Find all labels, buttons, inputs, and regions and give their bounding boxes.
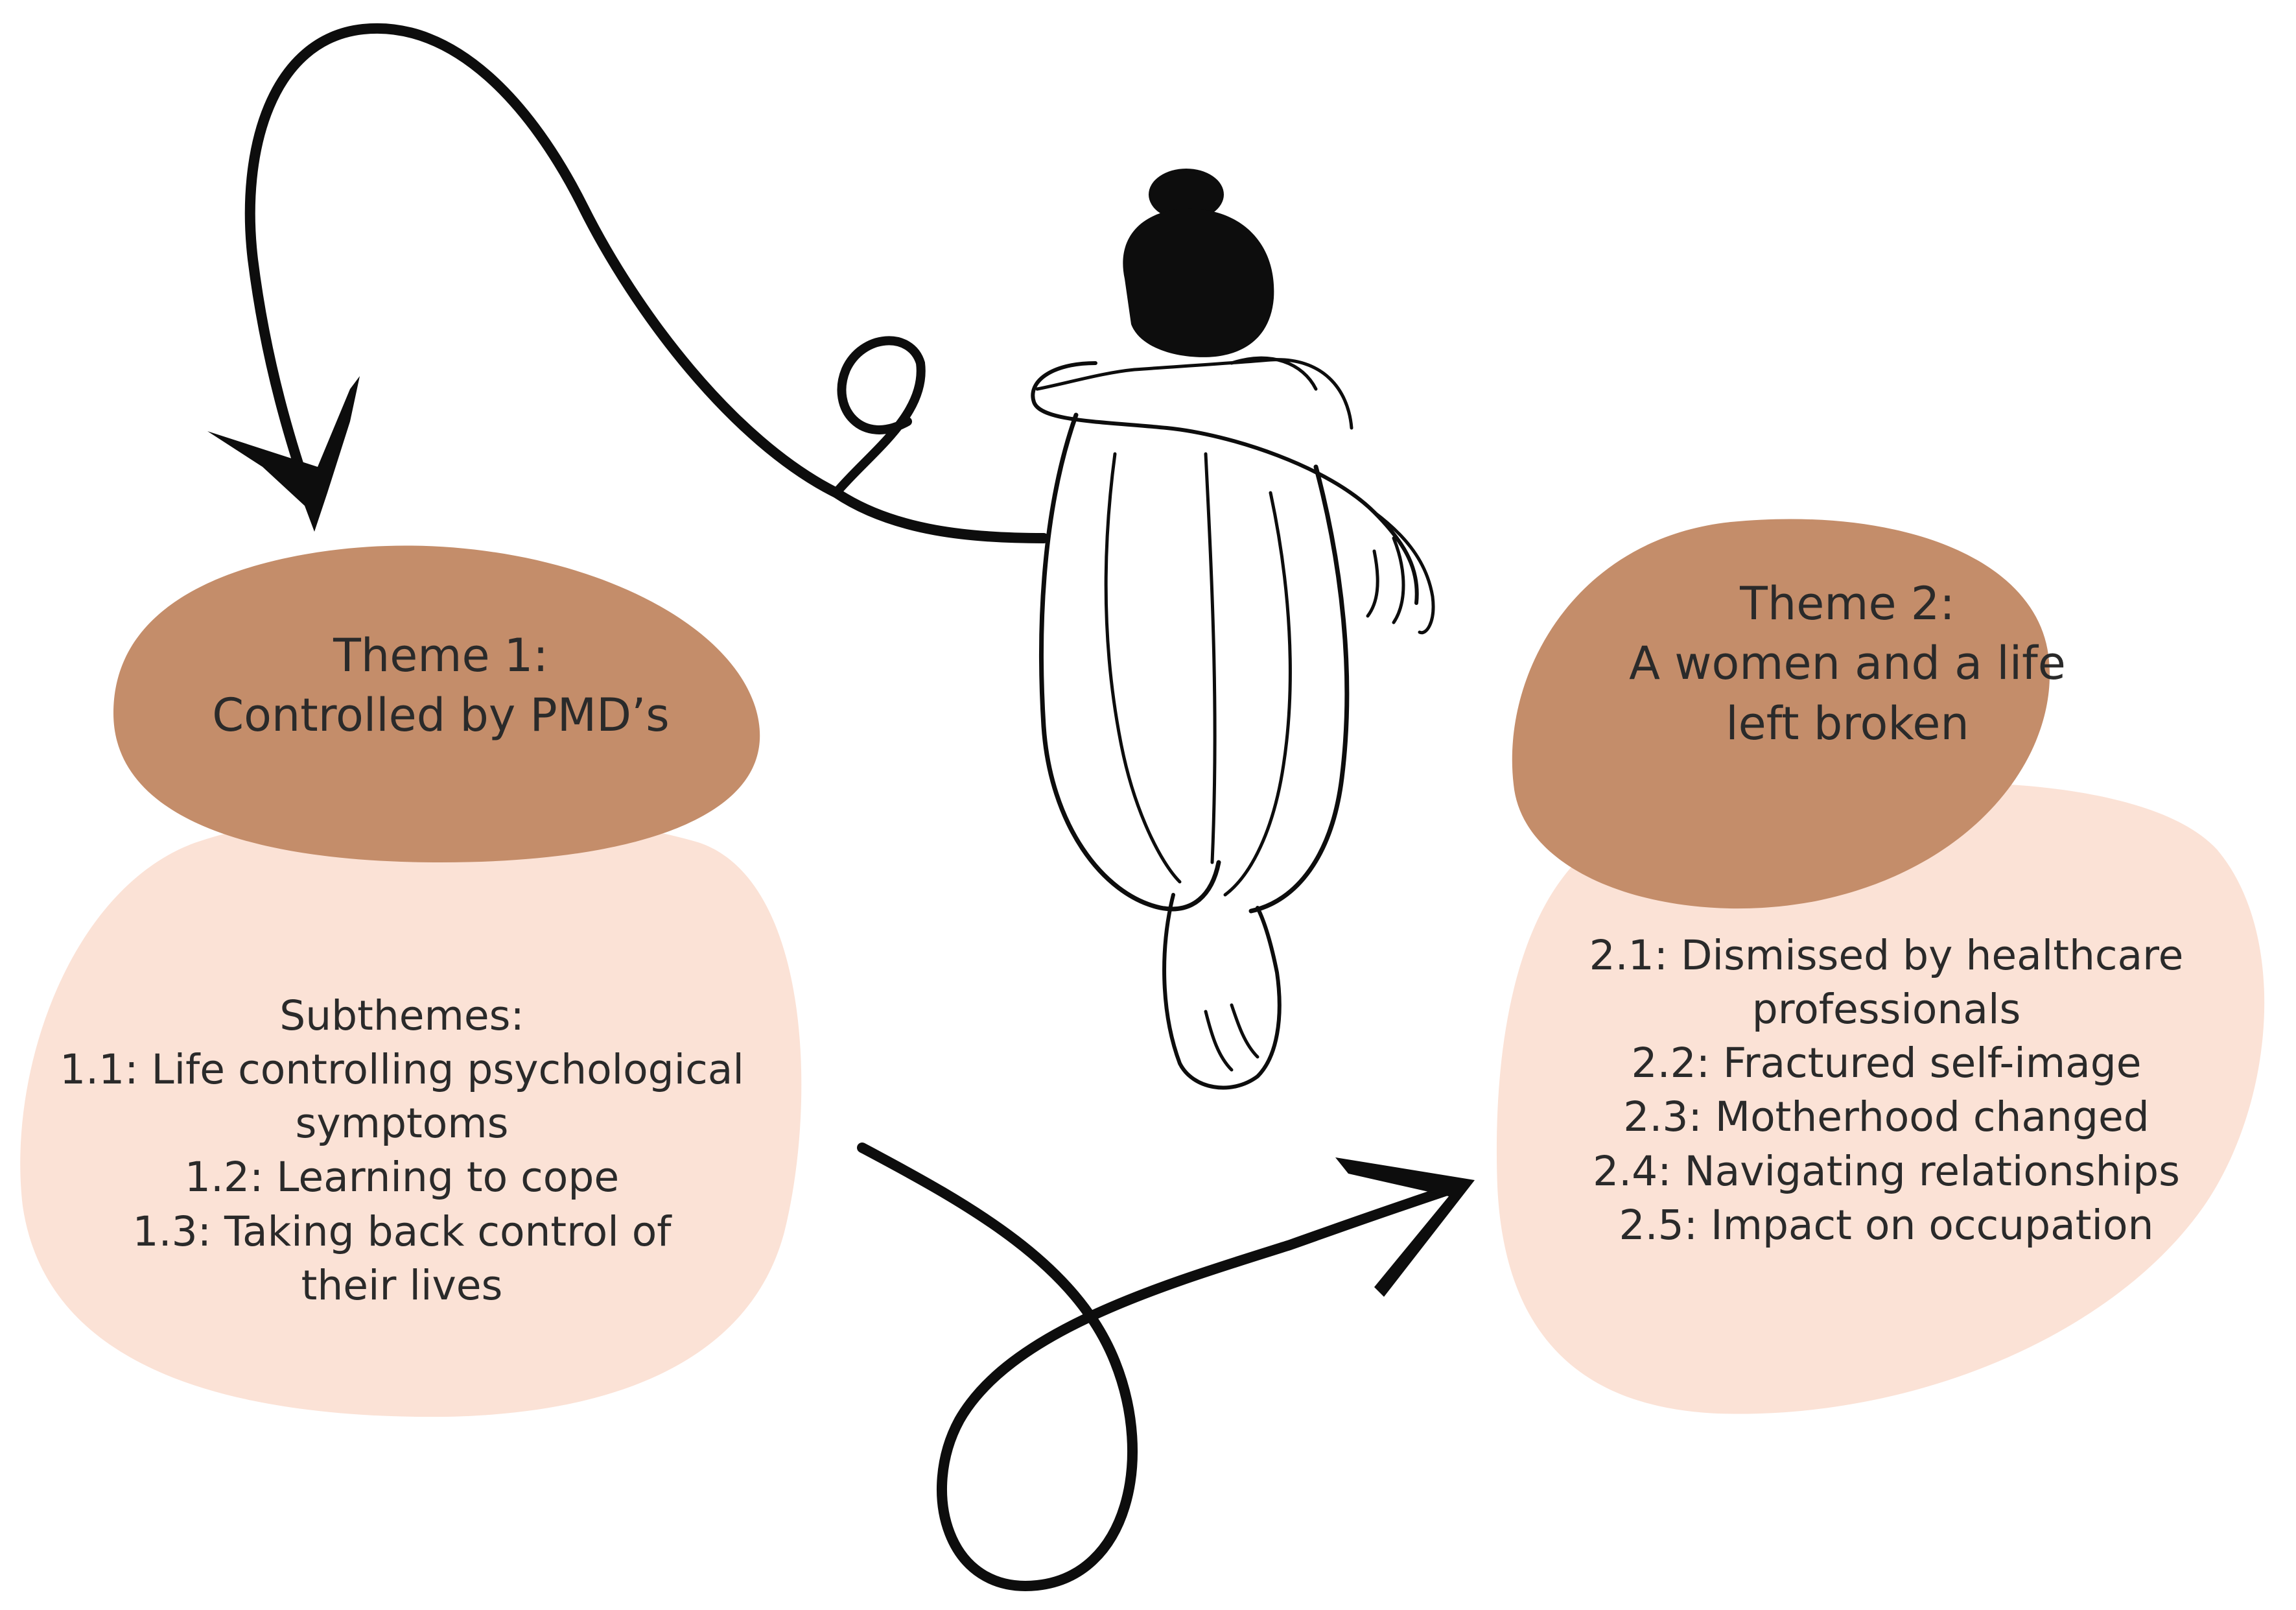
subtheme-item: professionals <box>1751 986 2021 1034</box>
theme2-title-blob <box>1512 519 2050 909</box>
subtheme-item: 2.5: Impact on occupation <box>1619 1201 2154 1249</box>
theme2-subthemes: 2.1: Dismissed by healthcare professiona… <box>1510 929 2262 1252</box>
theme2-title: Theme 2: A women and a life left broken <box>1556 574 2139 753</box>
theme1-title: Theme 1: Controlled by PMD’s <box>149 626 732 746</box>
theme2-title-line: Theme 2: <box>1740 577 1955 630</box>
subtheme-item: 2.1: Dismissed by healthcare <box>1589 932 2184 979</box>
theme1-title-blob <box>113 545 760 862</box>
theme1-title-line: Theme 1: <box>333 629 548 682</box>
subtheme-item: their lives <box>301 1261 503 1309</box>
subtheme-item: 2.2: Fractured self-image <box>1631 1039 2142 1087</box>
theme1-subthemes-heading: Subthemes: <box>279 992 524 1039</box>
theme1-title-line: Controlled by PMD’s <box>212 689 670 742</box>
theme2-subthemes-blob <box>1496 782 2265 1414</box>
subtheme-item: 1.2: Learning to cope <box>184 1154 620 1202</box>
subtheme-item: 2.4: Navigating relationships <box>1593 1147 2180 1195</box>
subtheme-item: 1.1: Life controlling psychological <box>60 1046 744 1094</box>
theme1-subthemes: Subthemes: 1.1: Life controlling psychol… <box>26 989 778 1312</box>
seated-woman-hugging-knees-illustration <box>1031 169 1435 1090</box>
theme1-subthemes-blob <box>20 811 802 1417</box>
theme2-title-line: left broken <box>1726 696 1969 750</box>
theme2-title-line: A women and a life <box>1629 637 2066 691</box>
subtheme-item: 2.3: Motherhood changed <box>1623 1093 2150 1141</box>
curved-arrow-icon <box>207 23 1049 543</box>
subtheme-item: symptoms <box>295 1100 509 1148</box>
looped-arrow-icon <box>857 1142 1475 1591</box>
subtheme-item: 1.3: Taking back control of <box>132 1207 672 1255</box>
